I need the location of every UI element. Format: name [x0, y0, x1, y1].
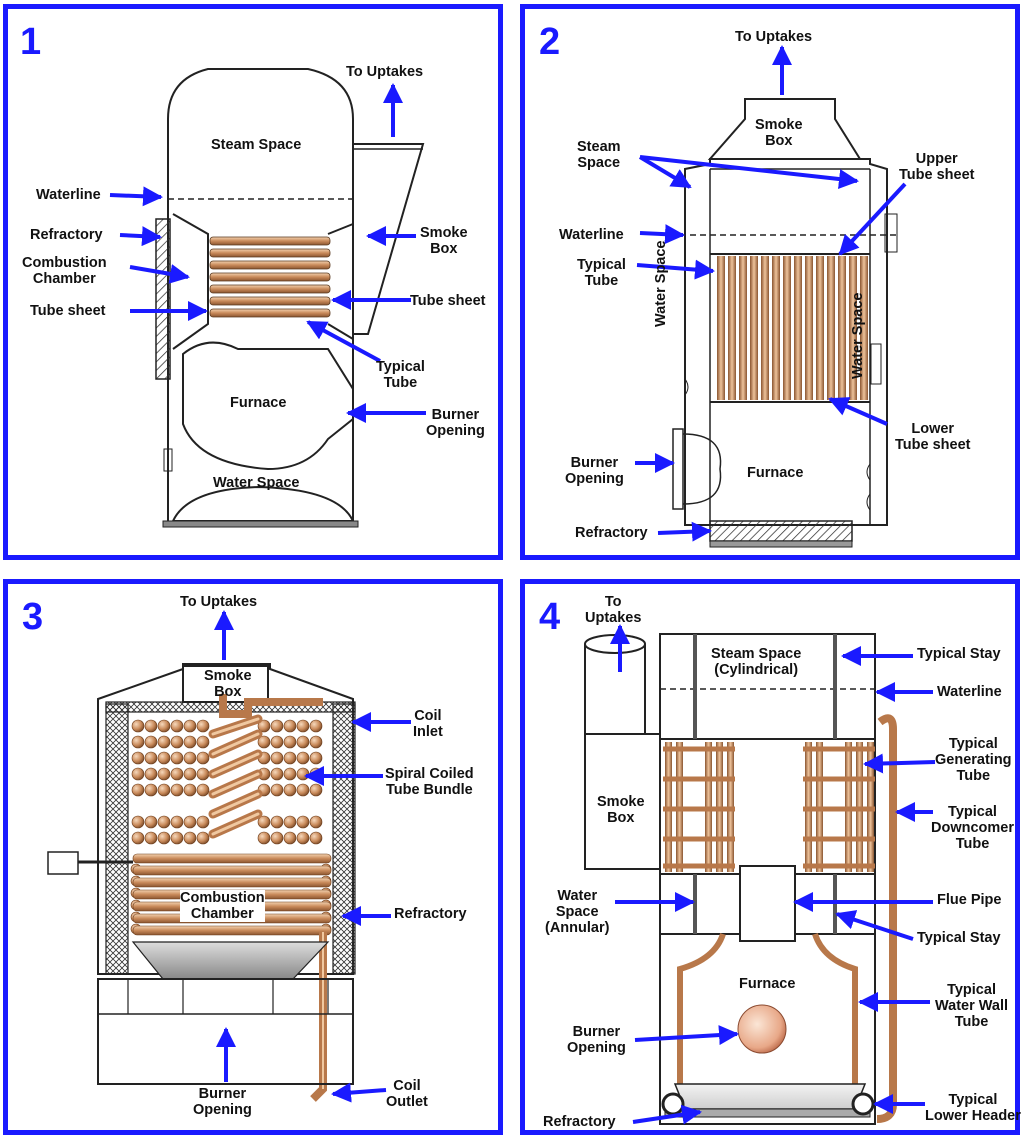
label-steam-space: Steam Space	[211, 137, 302, 153]
label-lower-tube-sheet: Lower Tube sheet	[895, 421, 971, 453]
label-refractory: Refractory	[394, 906, 467, 922]
panel-2: 2 To Uptakes Smoke Box Steam Space Upper…	[520, 4, 1020, 560]
label-spiral-coiled: Spiral Coiled Tube Bundle	[385, 766, 474, 798]
label-smoke-box: Smoke Box	[755, 117, 803, 149]
label-furnace: Furnace	[747, 465, 804, 481]
label-typical-generating-tube: Typical Generating Tube	[935, 736, 1012, 784]
label-water-space-right: Water Space	[850, 292, 866, 380]
tube-bundle	[209, 236, 331, 318]
label-to-uptakes: To Uptakes	[180, 594, 258, 610]
panel-1-diagram	[109, 68, 426, 528]
panel-3-diagram	[47, 610, 411, 1103]
label-typical-downcomer-tube: Typical Downcomer Tube	[931, 804, 1014, 852]
label-steam-space: Steam Space	[577, 139, 621, 171]
label-tube-sheet-left: Tube sheet	[30, 303, 106, 319]
label-refractory: Refractory	[575, 525, 648, 541]
label-smoke-box: Smoke Box	[204, 668, 252, 700]
label-smoke-box: Smoke Box	[597, 794, 645, 826]
label-steam-space: Steam Space (Cylindrical)	[711, 646, 802, 678]
label-furnace: Furnace	[739, 976, 796, 992]
label-refractory: Refractory	[543, 1114, 616, 1130]
label-combustion-chamber: Combustion Chamber	[22, 255, 107, 287]
label-typical-stay-top: Typical Stay	[917, 646, 1001, 662]
label-smoke-box: Smoke Box	[420, 225, 468, 257]
label-burner-opening: Burner Opening	[565, 455, 624, 487]
label-coil-outlet: Coil Outlet	[386, 1078, 428, 1110]
panel-number: 4	[539, 596, 561, 638]
label-typical-stay-mid: Typical Stay	[917, 930, 1001, 946]
label-refractory: Refractory	[30, 227, 103, 243]
label-coil-inlet: Coil Inlet	[413, 708, 443, 740]
label-typical-tube: Typical Tube	[376, 359, 425, 391]
label-waterline: Waterline	[36, 187, 101, 203]
label-to-uptakes: To Uptakes	[346, 64, 424, 80]
label-waterline: Waterline	[559, 227, 624, 243]
label-to-uptakes: To Uptakes	[585, 594, 642, 626]
label-water-space: Water Space (Annular)	[545, 888, 610, 936]
panel-number: 2	[539, 21, 561, 63]
label-typical-lower-header: Typical Lower Header	[925, 1092, 1021, 1124]
label-water-space: Water Space	[213, 475, 300, 491]
panel-4-diagram	[584, 624, 936, 1125]
label-furnace: Furnace	[230, 395, 287, 411]
panel-3: 3 To Uptakes Smoke Box Coil Inlet Spiral…	[3, 579, 503, 1135]
label-flue-pipe: Flue Pipe	[937, 892, 1002, 908]
label-typical-tube: Typical Tube	[577, 257, 626, 289]
label-combustion-chamber: Combustion Chamber	[180, 890, 265, 922]
label-typical-water-wall-tube: Typical Water Wall Tube	[935, 982, 1009, 1030]
label-upper-tube-sheet: Upper Tube sheet	[899, 151, 975, 183]
panel-number: 1	[20, 21, 42, 63]
label-waterline: Waterline	[937, 684, 1002, 700]
vertical-tube-bundle	[717, 256, 868, 400]
label-burner-opening: Burner Opening	[426, 407, 485, 439]
panel-1: 1 To Uptakes Steam Space Waterline Refra…	[3, 4, 503, 560]
generating-tubes	[663, 742, 875, 872]
label-to-uptakes: To Uptakes	[735, 29, 813, 45]
label-burner-opening: Burner Opening	[193, 1086, 252, 1118]
label-burner-opening: Burner Opening	[567, 1024, 626, 1056]
panel-2-diagram	[635, 45, 907, 548]
label-water-space-left: Water Space	[653, 240, 669, 328]
label-tube-sheet-right: Tube sheet	[410, 293, 486, 309]
panel-number: 3	[22, 596, 44, 638]
panel-4: 4 To Uptakes Steam Space (Cylindrical) T…	[520, 579, 1021, 1135]
